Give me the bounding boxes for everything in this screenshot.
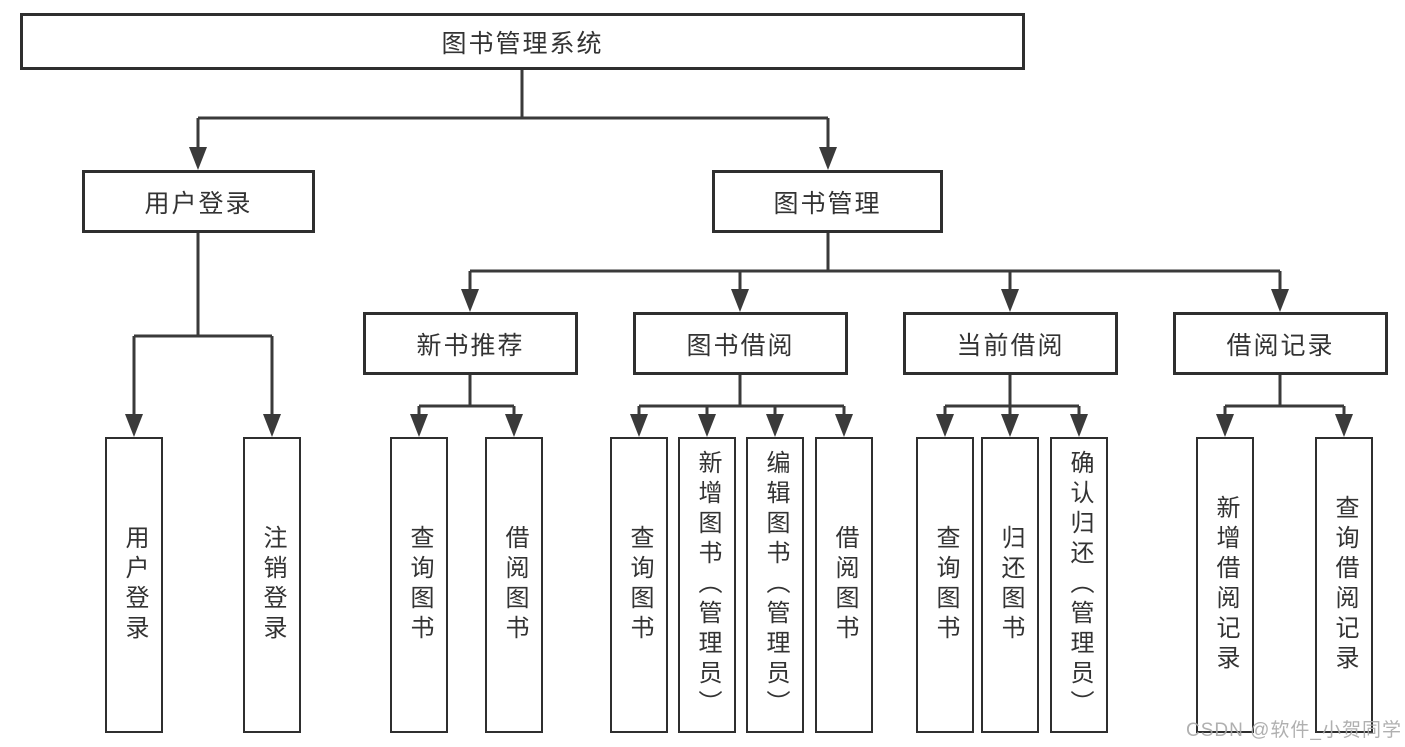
connector-userlogin-to-leaves	[125, 233, 281, 437]
node-borrow-records: 借阅记录	[1173, 312, 1388, 375]
node-label: 图书管理	[773, 189, 882, 218]
leaf-label: 确认归还（管理员）	[1066, 450, 1093, 720]
leaf-logout: 注销登录	[243, 437, 301, 733]
leaf-label: 新增借阅记录	[1212, 495, 1239, 675]
leaf-user-login: 用户登录	[105, 437, 163, 733]
leaf-label: 借阅图书	[831, 525, 858, 645]
leaf-return-book: 归还图书	[981, 437, 1039, 733]
leaf-add-borrow-record: 新增借阅记录	[1196, 437, 1254, 733]
node-book-management: 图书管理	[712, 170, 943, 233]
node-label: 图书借阅	[686, 331, 795, 360]
leaf-borrow-books-recommend: 借阅图书	[485, 437, 543, 733]
leaf-query-books-current: 查询图书	[916, 437, 974, 733]
connector-currentborrow-to-leaves	[936, 375, 1088, 437]
connector-bookborrow-to-leaves	[630, 375, 853, 437]
node-label: 图书管理系统	[441, 29, 604, 58]
leaf-label: 归还图书	[997, 525, 1024, 645]
leaf-label: 用户登录	[121, 525, 148, 645]
node-label: 借阅记录	[1226, 331, 1335, 360]
leaf-label: 查询图书	[932, 525, 959, 645]
connector-borrowrecords-to-leaves	[1216, 375, 1353, 437]
node-book-borrow: 图书借阅	[633, 312, 848, 375]
leaf-label: 查询借阅记录	[1331, 495, 1358, 675]
csdn-watermark: CSDN @软件_小贺同学	[1186, 720, 1402, 741]
node-label: 用户登录	[144, 189, 253, 218]
node-new-book-recommend: 新书推荐	[363, 312, 578, 375]
leaf-label: 借阅图书	[501, 525, 528, 645]
leaf-add-book-admin: 新增图书（管理员）	[678, 437, 736, 733]
connector-newbook-to-leaves	[410, 375, 523, 437]
connector-root-to-level2	[189, 70, 837, 170]
leaf-label: 新增图书（管理员）	[694, 450, 721, 720]
node-label: 当前借阅	[956, 331, 1065, 360]
node-current-borrow: 当前借阅	[903, 312, 1118, 375]
leaf-query-books-borrow: 查询图书	[610, 437, 668, 733]
leaf-borrow-books: 借阅图书	[815, 437, 873, 733]
node-label: 新书推荐	[416, 331, 525, 360]
leaf-label: 查询图书	[626, 525, 653, 645]
node-root-system: 图书管理系统	[20, 13, 1025, 70]
leaf-edit-book-admin: 编辑图书（管理员）	[746, 437, 804, 733]
leaf-query-borrow-record: 查询借阅记录	[1315, 437, 1373, 733]
leaf-label: 查询图书	[406, 525, 433, 645]
leaf-label: 注销登录	[259, 525, 286, 645]
leaf-label: 编辑图书（管理员）	[762, 450, 789, 720]
node-user-login: 用户登录	[82, 170, 315, 233]
connector-bookmgmt-to-level3	[461, 233, 1289, 312]
leaf-confirm-return-admin: 确认归还（管理员）	[1050, 437, 1108, 733]
leaf-query-books-recommend: 查询图书	[390, 437, 448, 733]
